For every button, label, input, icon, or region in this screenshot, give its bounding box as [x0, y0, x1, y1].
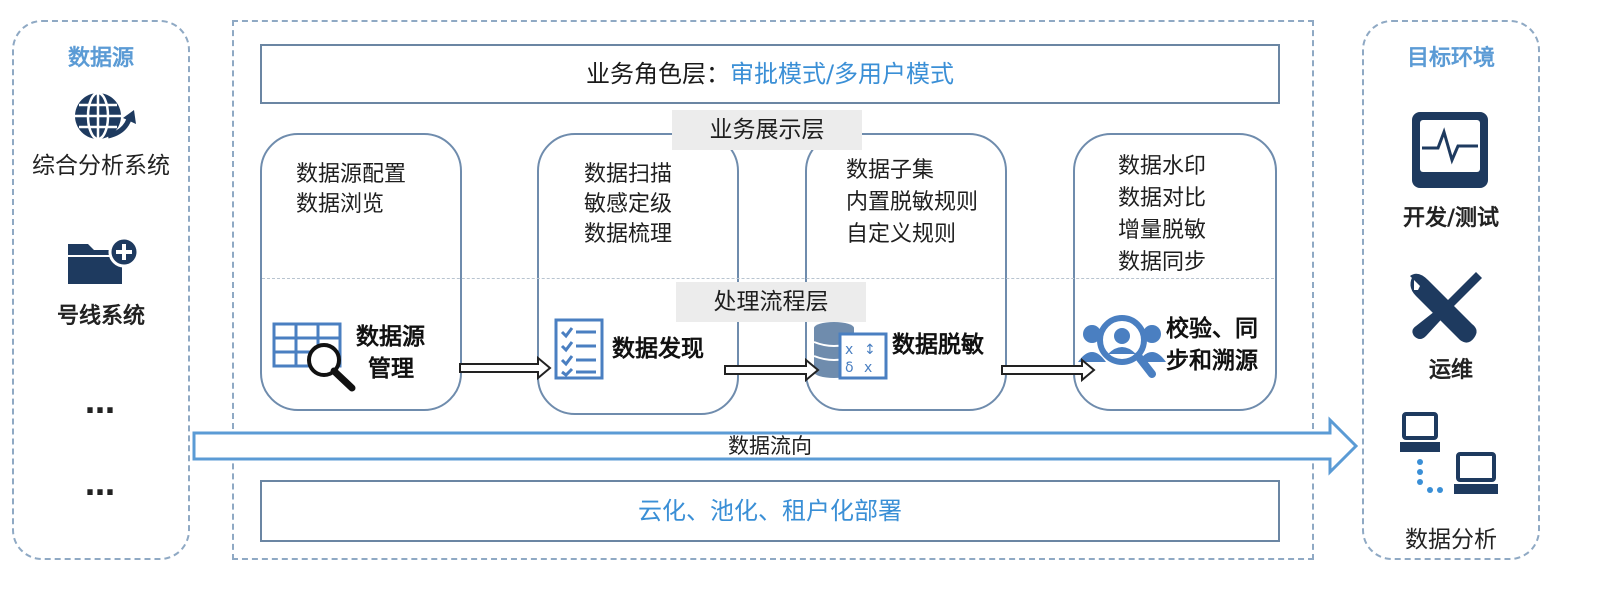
module-caption: 步和溯源 — [1166, 348, 1258, 374]
tools-icon — [1404, 266, 1488, 346]
target-panel-title: 目标环境 — [1406, 46, 1495, 71]
module-feature: 数据对比 — [1118, 186, 1207, 211]
data-flow-label: 数据流向 — [728, 434, 812, 458]
svg-text:x: x — [864, 360, 872, 376]
target-item-label: 数据分析 — [1405, 527, 1497, 553]
target-item-label: 开发/测试 — [1402, 206, 1500, 231]
module-card — [1073, 133, 1277, 411]
module-feature: 数据源配置 — [296, 162, 407, 187]
module-caption: 数据源 — [356, 324, 425, 350]
deployment-label: 云化、池化、租户化部署 — [638, 497, 902, 525]
source-panel: 数据源 — [12, 20, 190, 560]
module-feature: 自定义规则 — [846, 222, 957, 247]
process-layer-label: 处理流程层 — [676, 282, 866, 322]
network-computers-icon — [1398, 412, 1502, 502]
business-role-label: 业务角色层： — [585, 60, 730, 88]
module-feature: 敏感定级 — [584, 192, 673, 217]
platform-panel — [232, 20, 1314, 560]
module-feature: 增量脱敏 — [1118, 218, 1207, 243]
module-feature: 数据同步 — [1118, 250, 1207, 275]
monitor-wave-icon — [1410, 110, 1490, 190]
module-feature: 数据梳理 — [584, 222, 673, 247]
module-feature: 数据浏览 — [296, 192, 385, 217]
arrow-right-icon — [724, 357, 820, 383]
target-panel: 目标环境 — [1362, 20, 1540, 560]
ellipsis: … — [85, 386, 117, 421]
user-search-icon — [1076, 312, 1168, 382]
module-caption: 数据脱敏 — [892, 332, 984, 358]
table-search-icon — [272, 322, 362, 392]
module-caption: 校验、同 — [1166, 316, 1258, 342]
svg-text:δ: δ — [845, 360, 854, 376]
display-layer-label: 业务展示层 — [672, 110, 862, 150]
module-caption: 管理 — [368, 356, 414, 382]
svg-text:x: x — [845, 342, 853, 358]
target-item-label: 运维 — [1428, 358, 1473, 383]
business-role-layer: 业务角色层：审批模式/多用户模式 — [260, 44, 1280, 104]
database-mask-icon: x ↕ δ x — [812, 320, 890, 382]
globe-icon — [68, 88, 138, 144]
business-role-mode: 审批模式/多用户模式 — [729, 60, 955, 88]
module-caption: 数据发现 — [612, 336, 704, 362]
module-feature: 数据扫描 — [584, 162, 673, 187]
source-item-label: 综合分析系统 — [32, 153, 170, 179]
arrow-right-icon — [1001, 357, 1096, 383]
source-panel-title: 数据源 — [67, 46, 134, 71]
folder-add-icon — [66, 234, 140, 290]
ellipsis: … — [85, 468, 117, 503]
module-card — [537, 133, 739, 415]
checklist-icon — [554, 318, 606, 382]
layer-divider — [262, 278, 1274, 279]
data-flow-arrow — [192, 416, 1359, 476]
module-feature: 内置脱敏规则 — [846, 190, 979, 215]
module-feature: 数据水印 — [1118, 154, 1207, 179]
deployment-layer: 云化、池化、租户化部署 — [260, 480, 1280, 542]
svg-text:↕: ↕ — [864, 342, 876, 358]
module-feature: 数据子集 — [846, 158, 935, 183]
arrow-right-icon — [459, 355, 552, 381]
source-item-label: 号线系统 — [56, 304, 145, 329]
